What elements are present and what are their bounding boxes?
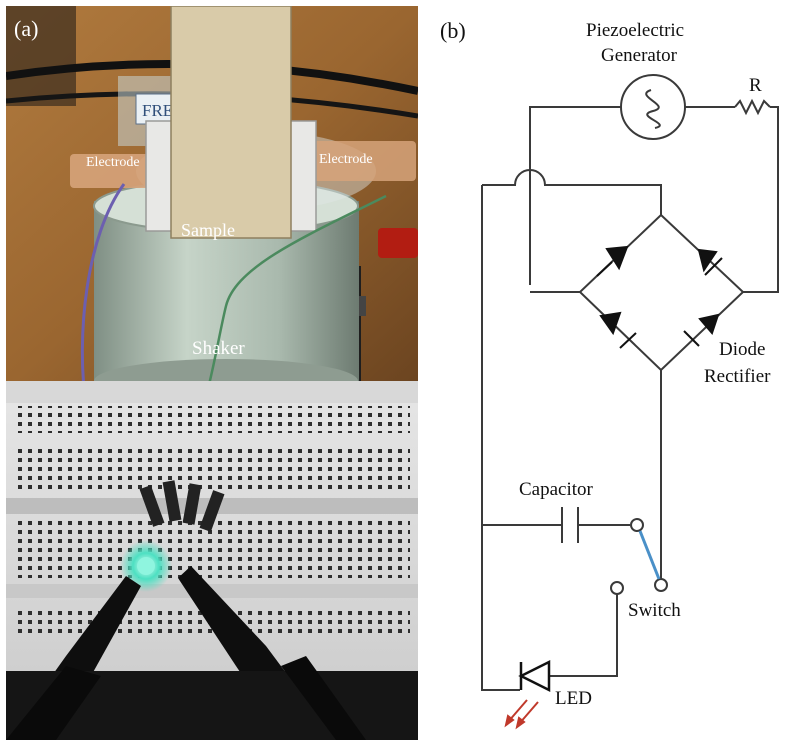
switch-terminal-led — [610, 581, 624, 595]
diode-2 — [162, 480, 182, 522]
switch-blade — [638, 530, 661, 580]
circuit-diagram: (b) Piezoelectric Generator R Diode Rect… — [420, 0, 799, 749]
generator-label-line2: Generator — [601, 45, 678, 66]
led-light-arrows — [504, 699, 539, 730]
generator-symbol — [620, 74, 686, 140]
tape-text: FRE — [142, 101, 173, 120]
wire-right-rail — [743, 106, 779, 293]
experiment-photo: FRE (a) Elec — [6, 6, 418, 740]
wire-generator-left — [529, 106, 621, 285]
wire-left-rail — [481, 185, 520, 691]
diode-lower-right — [698, 313, 720, 335]
diode-4 — [199, 490, 225, 532]
wire-switch-to-led — [549, 593, 618, 677]
sample-label: Sample — [181, 220, 235, 240]
resistor-label: R — [749, 75, 762, 96]
diode-lower-left — [599, 311, 622, 336]
diode-upper-left — [605, 245, 629, 271]
right-electrode — [306, 141, 416, 181]
led-symbol — [518, 659, 551, 693]
panel-a-tag: (a) — [14, 16, 38, 41]
red-knob — [378, 228, 418, 258]
electrode-right-label: Electrode — [319, 152, 373, 167]
diode-3 — [182, 483, 202, 525]
generator-wave — [645, 89, 661, 129]
switch-label: Switch — [628, 600, 681, 621]
photo-canvas: FRE (a) Elec — [6, 6, 418, 740]
wooden-pusher — [170, 6, 292, 239]
capacitor-label: Capacitor — [519, 479, 594, 500]
shaker-label: Shaker — [192, 338, 245, 359]
led-label: LED — [555, 688, 592, 709]
switch-terminal-top — [630, 518, 644, 532]
left-electrode — [70, 154, 170, 188]
resistor — [734, 98, 771, 116]
panel-b-tag: (b) — [440, 18, 466, 43]
diode-upper-right — [697, 248, 718, 273]
wire-top-crossover — [482, 169, 662, 215]
diode-label-line2: Rectifier — [704, 366, 771, 387]
diode-label-line1: Diode — [719, 339, 765, 360]
circuit-canvas: (b) Piezoelectric Generator R Diode Rect… — [440, 18, 779, 730]
switch-terminal-common — [654, 578, 668, 592]
diode-1 — [139, 485, 165, 527]
generator-label-line1: Piezoelectric — [586, 20, 684, 41]
electrode-left-label: Electrode — [86, 155, 140, 170]
